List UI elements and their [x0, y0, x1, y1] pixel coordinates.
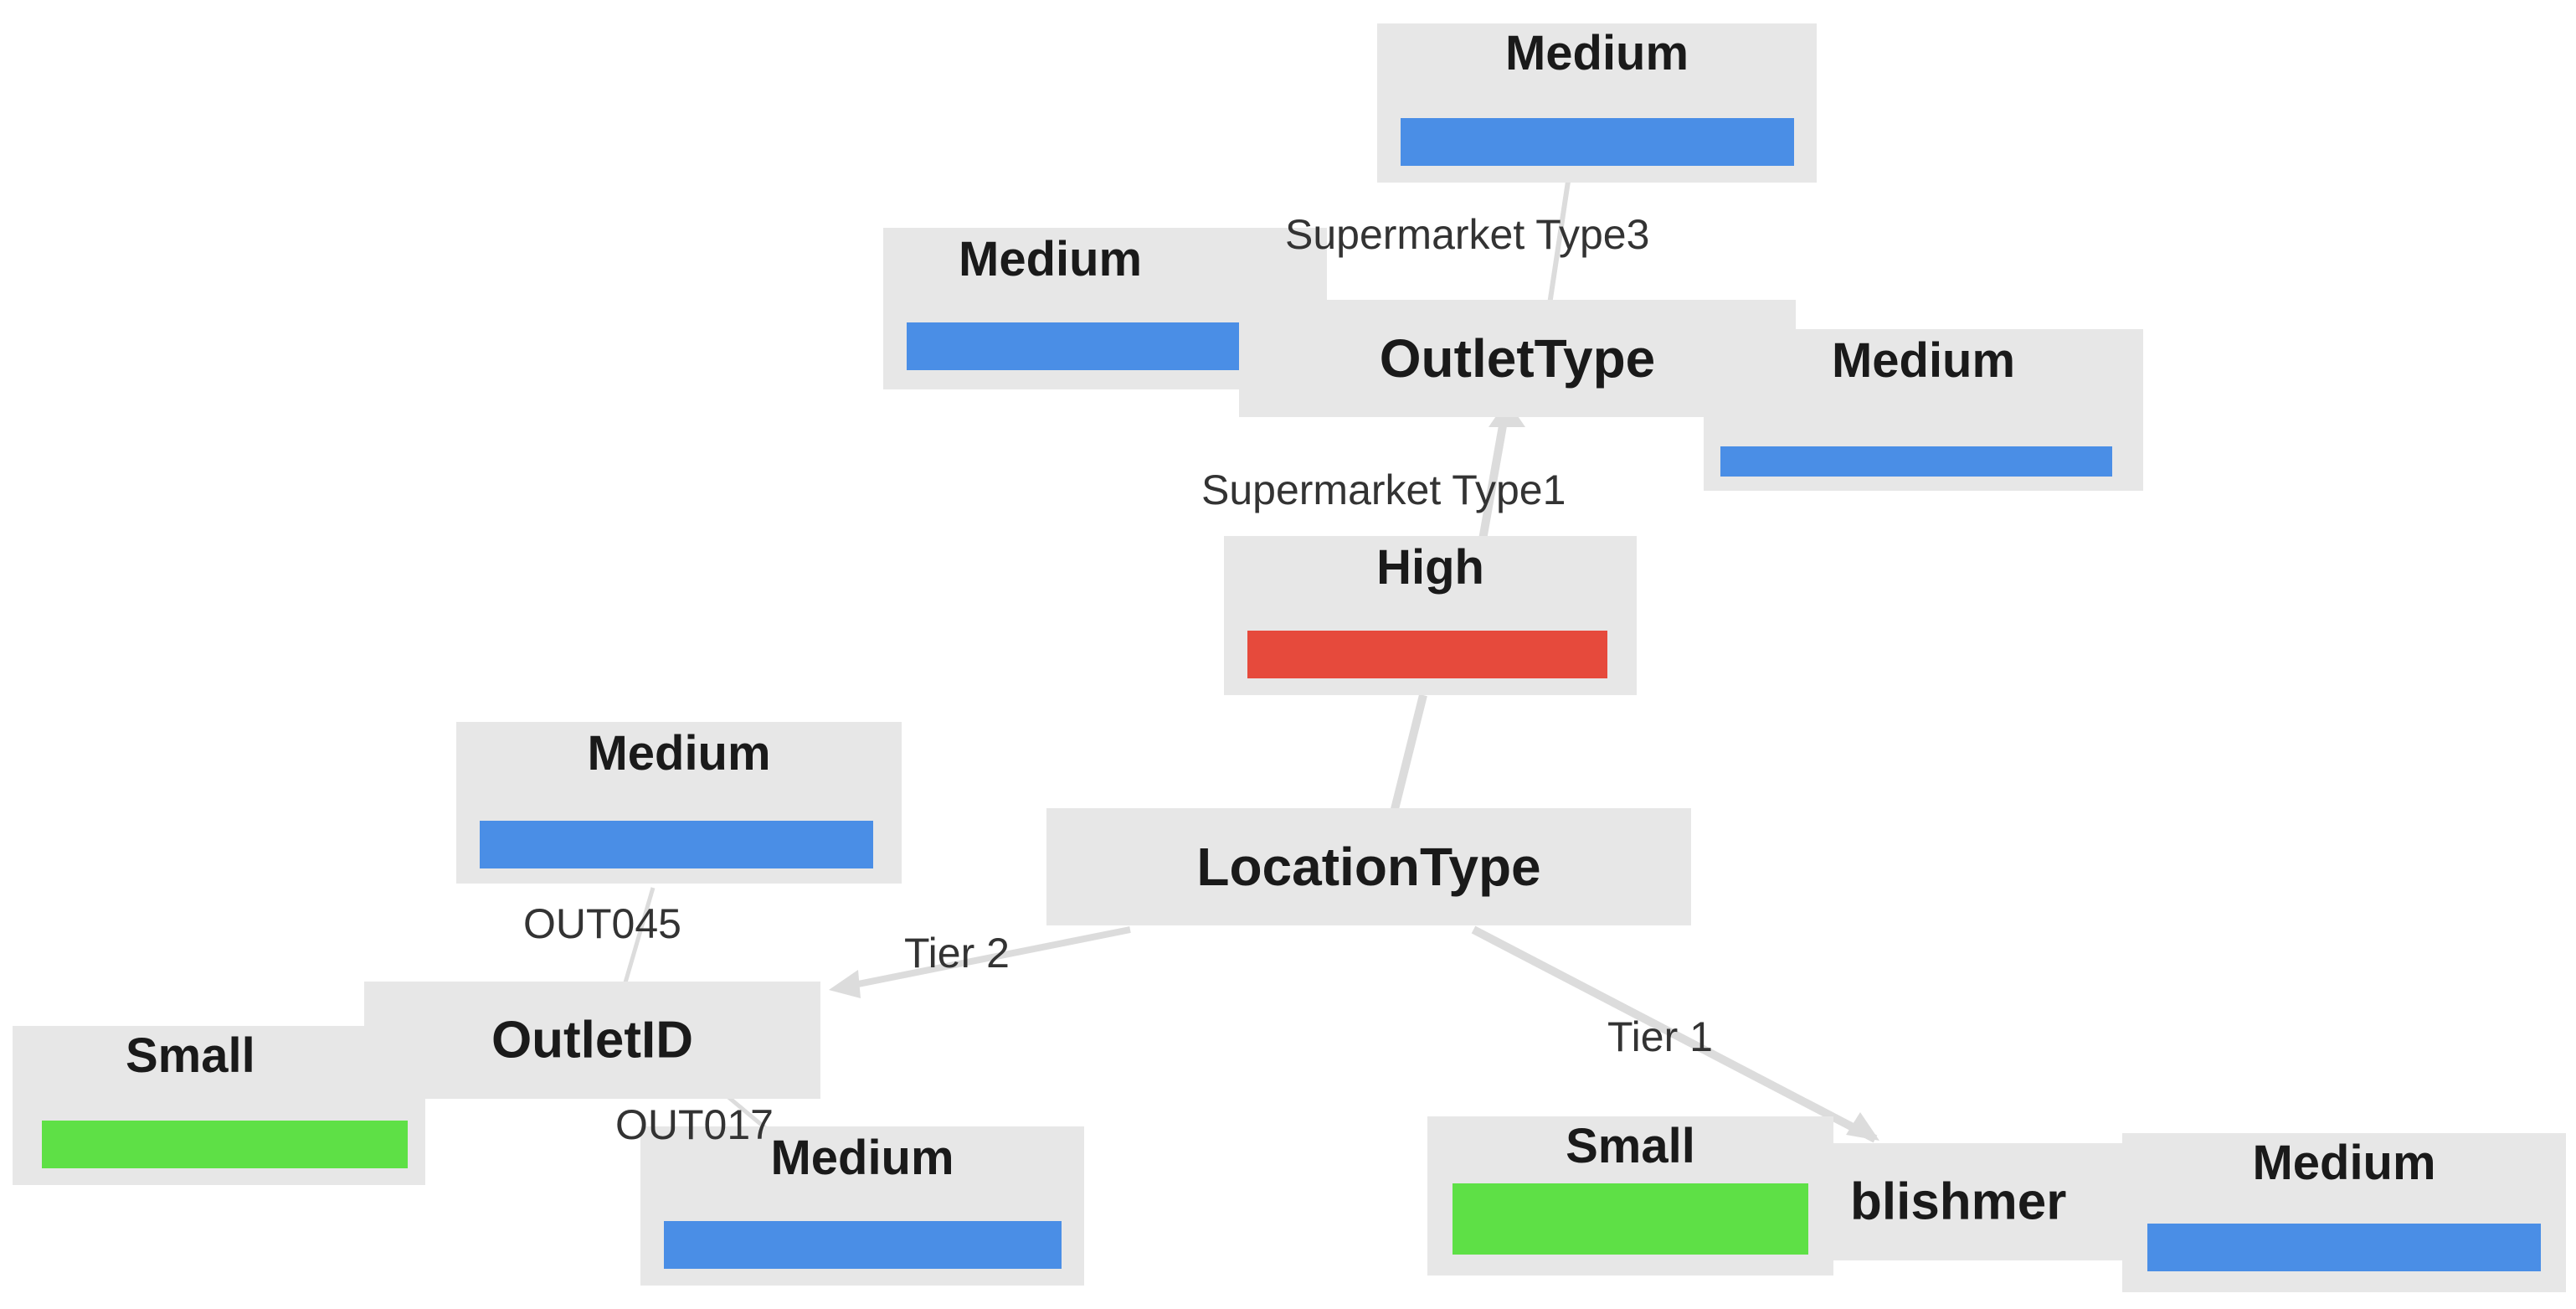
edge-label-tier1: Tier 1	[1607, 1013, 1713, 1060]
medium-bar	[1401, 118, 1794, 166]
edge-outletid-to-out045-medium	[621, 887, 656, 989]
leaf-label: Medium	[770, 1131, 954, 1185]
split-node-locationtype: LocationType	[1046, 808, 1691, 925]
medium-bar	[2147, 1224, 2541, 1271]
leaf-node-small-left: Small	[13, 1026, 425, 1185]
edge-location-to-high	[1390, 693, 1427, 814]
edge-label-out017: OUT017	[615, 1101, 774, 1148]
leaf-node-medium-far-right: Medium	[2122, 1133, 2566, 1292]
edge-arrowhead-outletid	[829, 970, 861, 998]
leaf-node-medium-out045: Medium	[456, 722, 902, 884]
edge-label-out045: OUT045	[523, 900, 681, 947]
split-label: OutletType	[1379, 328, 1656, 389]
small-bar	[42, 1121, 408, 1168]
medium-bar	[480, 821, 873, 868]
medium-bar	[1720, 446, 2112, 477]
split-label: LocationType	[1196, 837, 1541, 897]
leaf-node-small-right: Small	[1427, 1116, 1833, 1276]
medium-bar	[664, 1221, 1062, 1269]
leaf-label: Small	[1566, 1119, 1695, 1173]
leaf-label: Medium	[959, 232, 1143, 286]
edge-location-to-outletid	[836, 926, 1131, 992]
leaf-label: Medium	[1504, 26, 1689, 80]
leaf-label: Medium	[587, 726, 771, 781]
medium-bar	[907, 322, 1304, 370]
edge-label-tier2: Tier 2	[904, 930, 1010, 977]
split-label: OutletID	[491, 1011, 694, 1069]
leaf-label: Medium	[1831, 333, 2016, 388]
edge-label-supermarket-type3: Supermarket Type3	[1285, 211, 1650, 258]
small-bar	[1453, 1183, 1808, 1255]
leaf-node-medium-top: Medium	[1377, 23, 1817, 183]
leaf-label: Small	[126, 1028, 255, 1083]
split-node-outlettype: OutletType	[1239, 300, 1796, 417]
leaf-label: High	[1376, 540, 1484, 595]
split-label: blishmer	[1850, 1172, 2067, 1231]
edge-label-supermarket-type1: Supermarket Type1	[1201, 466, 1566, 513]
leaf-node-medium-out017: Medium	[640, 1126, 1084, 1286]
edge-location-to-establishment	[1471, 925, 1878, 1143]
leaf-node-high: High	[1224, 536, 1637, 695]
edge-arrowhead-establishment	[1846, 1112, 1879, 1141]
high-bar	[1247, 631, 1607, 678]
leaf-node-medium-right: Medium	[1704, 329, 2143, 491]
split-node-outletid: OutletID	[364, 982, 820, 1099]
leaf-label: Medium	[2252, 1136, 2436, 1190]
